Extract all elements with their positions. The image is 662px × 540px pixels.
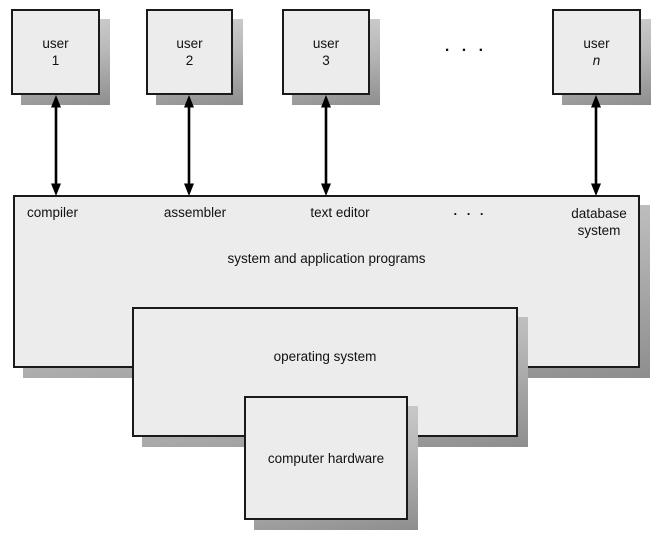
arrow-user-1 [51,95,61,196]
text-editor-label: text editor [310,205,370,220]
assembler-label: assembler [163,205,227,220]
user-2-label: user 2 [176,35,202,69]
user-n-label-line1: user [583,36,610,51]
computer-hardware-label: computer hardware [267,450,385,466]
arrow-user-3 [321,95,331,196]
user-1-label: user 1 [42,35,68,69]
user-1-box: user 1 [11,9,100,95]
user-n-box: user n [552,9,641,95]
compiler-label: compiler [27,205,79,220]
user-1-label-line2: 1 [51,53,60,68]
database-label-line1: database [571,206,627,221]
user-2-box: user 2 [146,9,233,95]
user-n-label-line2: n [592,53,601,68]
user-2-label-line1: user [176,36,203,51]
user-3-box: user 3 [282,9,370,95]
user-3-label: user 3 [313,35,339,69]
arrow-user-2 [184,95,194,196]
user-3-label-line1: user [312,36,340,51]
operating-system-label: operating system [273,349,377,364]
users-ellipsis: . . . [444,38,488,55]
user-3-label-line2: 3 [322,53,330,68]
database-system-label: database system [571,205,627,239]
hardware-box: computer hardware [244,396,408,520]
user-n-label: user n [583,35,609,69]
system-application-programs-label: system and application programs [227,251,426,266]
arrow-user-n [591,95,601,196]
programs-ellipsis: . . . [453,203,487,218]
user-2-label-line2: 2 [185,53,194,68]
user-1-label-line1: user [42,36,69,51]
database-label-line2: system [577,223,621,238]
